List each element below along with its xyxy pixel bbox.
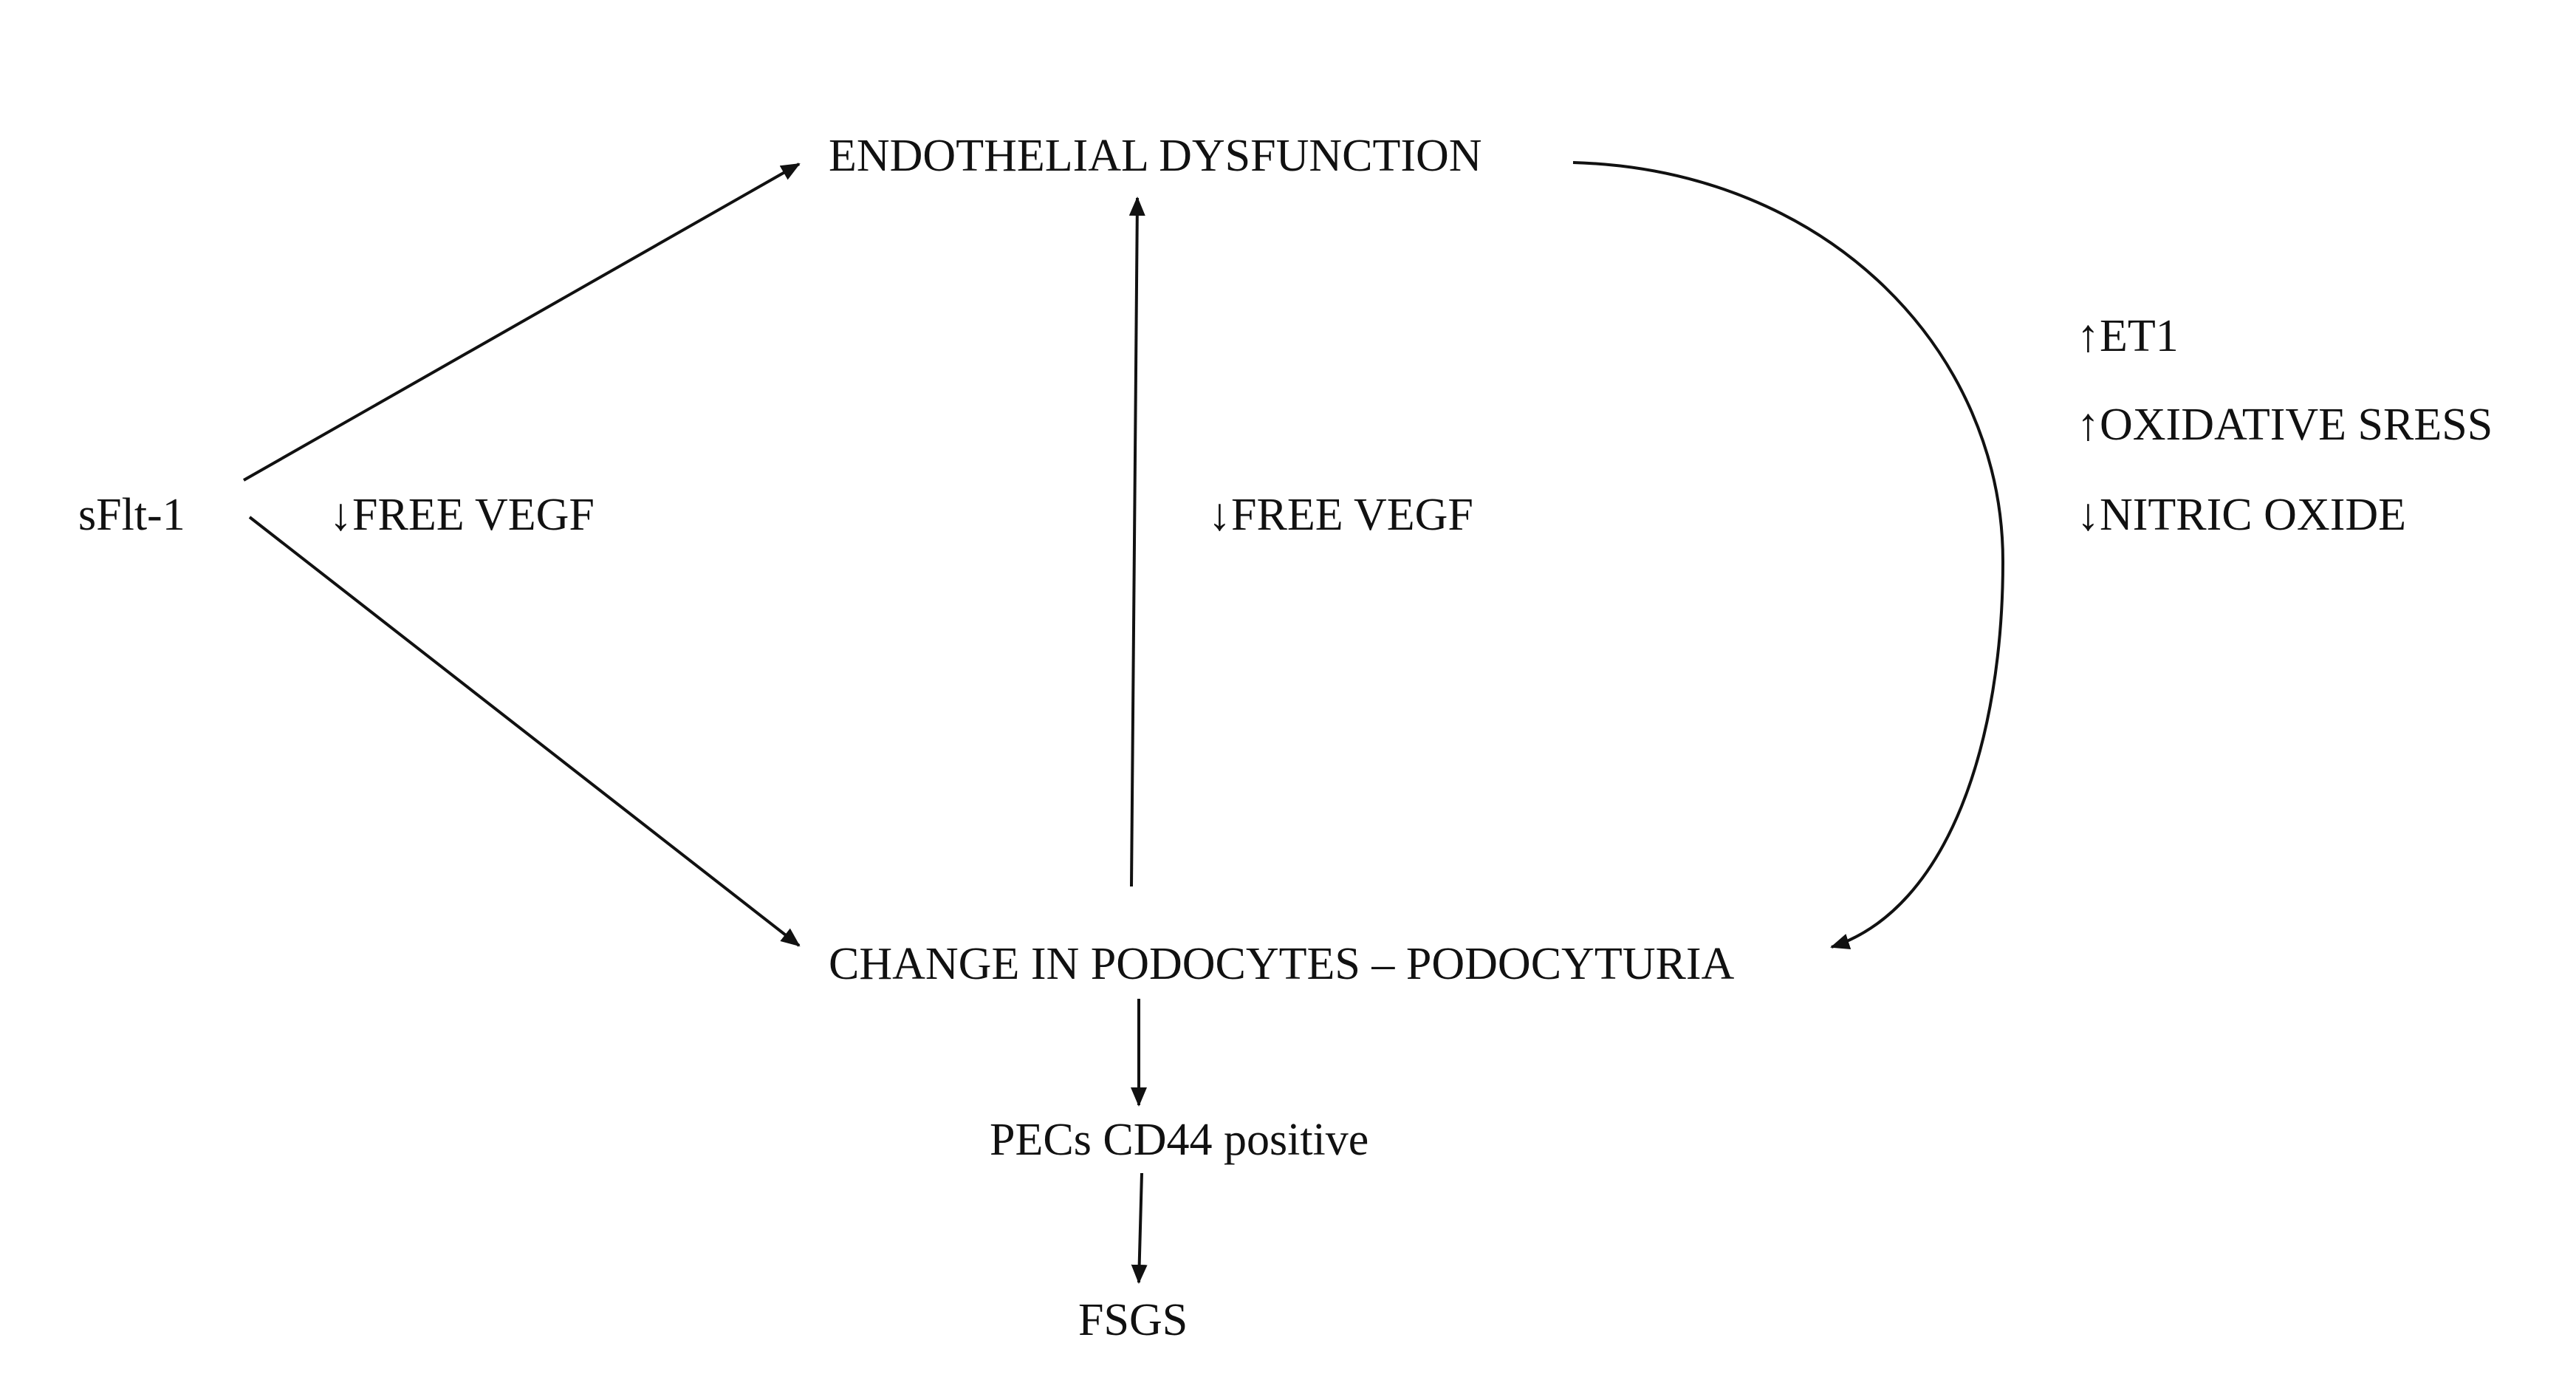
label-free-vegf-center: ↓FREE VEGF xyxy=(1208,490,1473,540)
node-fsgs: FSGS xyxy=(1078,1295,1188,1345)
node-sflt1: sFlt-1 xyxy=(78,490,185,540)
label-free-vegf-left: ↓FREE VEGF xyxy=(329,490,595,540)
arrow-podocytes-to-endothelial xyxy=(1128,197,1145,887)
label-oxidative-stress: ↑OXIDATIVE SRESS xyxy=(2077,400,2493,450)
node-change-in-podocytes: CHANGE IN PODOCYTES – PODOCYTURIA xyxy=(829,939,1735,989)
node-pecs-cd44-positive: PECs CD44 positive xyxy=(990,1115,1369,1165)
arrow-endothelial-to-podocytes-curve xyxy=(1572,161,2005,950)
arrow-sflt1-to-endothelial xyxy=(243,163,801,482)
label-nitric-oxide: ↓NITRIC OXIDE xyxy=(2077,490,2406,540)
node-endothelial-dysfunction: ENDOTHELIAL DYSFUNCTION xyxy=(829,131,1482,181)
arrow-pecs-to-fsgs xyxy=(1131,1172,1148,1284)
label-et1: ↑ET1 xyxy=(2077,311,2179,361)
arrow-sflt1-to-podocytes xyxy=(248,516,801,947)
